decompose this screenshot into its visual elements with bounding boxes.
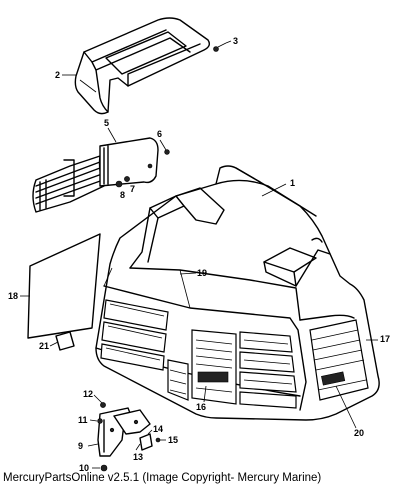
center-decal-panel (191, 329, 237, 405)
front-grille-left (100, 299, 169, 371)
label-9: 9 (78, 441, 83, 451)
front-grille-right (239, 331, 297, 409)
side-grille (309, 319, 369, 401)
label-17: 17 (380, 334, 390, 344)
label-7: 7 (130, 184, 135, 194)
label-3: 3 (233, 36, 238, 46)
label-21: 21 (39, 341, 49, 351)
screw-3 (213, 40, 232, 52)
insulation-sheet (27, 233, 101, 351)
label-1: 1 (290, 178, 295, 188)
front-grille-center-left (167, 359, 189, 401)
label-12: 12 (83, 389, 93, 399)
label-19: 19 (197, 268, 207, 278)
label-16: 16 (196, 402, 206, 412)
label-18: 18 (8, 291, 18, 301)
label-11: 11 (78, 415, 88, 425)
label-10: 10 (79, 463, 89, 473)
label-8: 8 (120, 190, 125, 200)
label-5: 5 (104, 118, 109, 128)
side-seal-bracket (32, 137, 159, 213)
label-14: 14 (153, 424, 163, 434)
label-6: 6 (157, 129, 162, 139)
top-cowl (95, 165, 380, 421)
label-20: 20 (354, 428, 364, 438)
label-13: 13 (133, 452, 143, 462)
label-2: 2 (55, 70, 60, 80)
label-15: 15 (168, 435, 178, 445)
image-caption: MercuryPartsOnline v2.5.1 (Image Copyrig… (3, 472, 322, 484)
top-cowl-handle (74, 17, 211, 115)
latch-bracket (97, 407, 151, 457)
